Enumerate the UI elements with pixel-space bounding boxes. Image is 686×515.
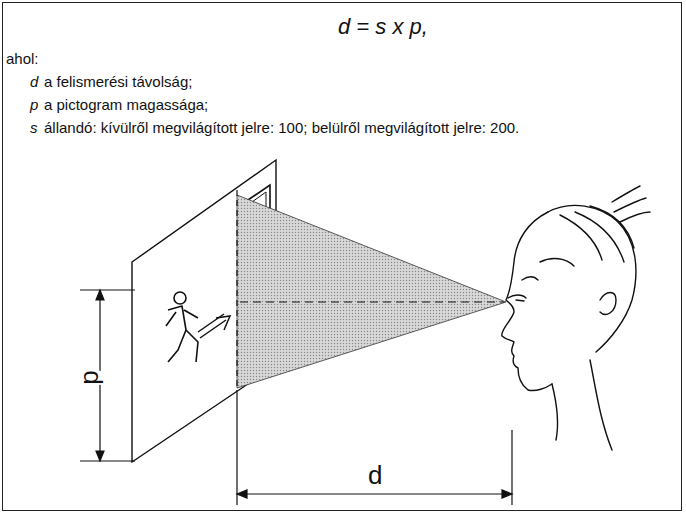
definition-text: állandó: kívülről megvilágított jelre: 1…: [44, 119, 519, 137]
sight-cone: [237, 195, 506, 388]
running-man-pictogram: [166, 292, 198, 362]
definition-text: a pictogram magassága;: [44, 96, 208, 114]
dimension-label: p: [74, 370, 105, 384]
symbol: s: [30, 119, 38, 137]
direction-arrow: [198, 314, 230, 338]
symbol: p: [30, 96, 38, 114]
dimension-label: d: [368, 460, 382, 491]
intro-word: ahol:: [6, 50, 39, 68]
definition-text: a felismerési távolság;: [44, 73, 192, 91]
formula: d = s x p,: [338, 14, 428, 40]
symbol: d: [30, 73, 38, 91]
viewer-head: [502, 186, 650, 450]
distance-dimension: [237, 392, 512, 505]
